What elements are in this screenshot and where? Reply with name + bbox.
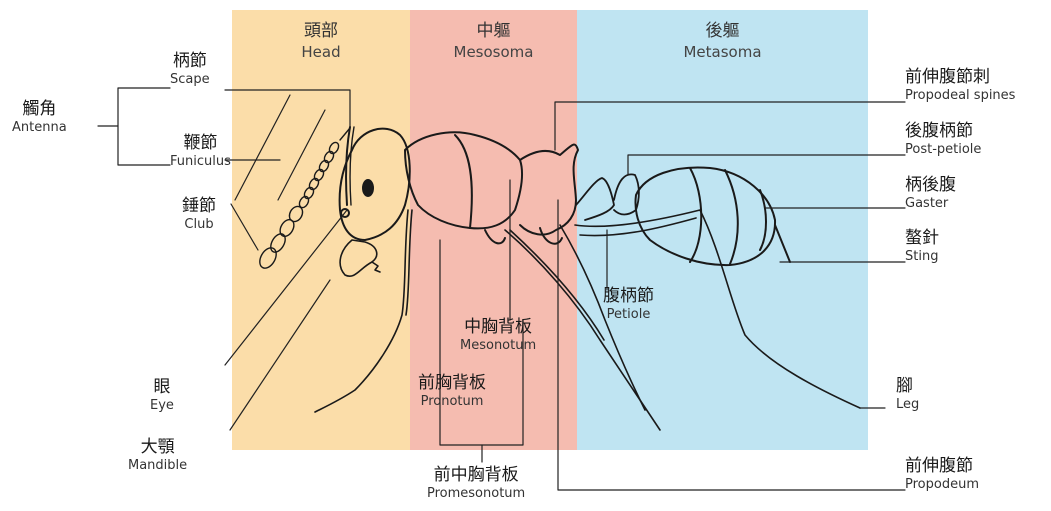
label-post-petiole-en: Post-petiole (905, 143, 981, 157)
label-promesonotum-en: Promesonotum (427, 487, 525, 501)
label-mandible-en: Mandible (128, 459, 187, 473)
label-petiole-zh: 腹柄節 (603, 287, 654, 306)
label-funiculus-en: Funiculus (170, 155, 231, 169)
label-propodeal-spines: 前伸腹節刺 Propodeal spines (905, 68, 1015, 103)
label-propodeum: 前伸腹節 Propodeum (905, 457, 979, 492)
label-pronotum-zh: 前胸背板 (418, 374, 486, 393)
label-sting-en: Sting (905, 250, 939, 264)
label-mesonotum: 中胸背板 Mesonotum (460, 318, 536, 353)
label-propodeum-zh: 前伸腹節 (905, 457, 979, 476)
label-gaster-zh: 柄後腹 (905, 176, 956, 195)
label-leg-zh: 腳 (896, 377, 919, 396)
gaster-shape (636, 167, 790, 265)
label-petiole-en: Petiole (603, 308, 654, 322)
label-propodeal-spines-zh: 前伸腹節刺 (905, 68, 1015, 87)
label-post-petiole-zh: 後腹柄節 (905, 122, 981, 141)
label-sting: 螯針 Sting (905, 229, 939, 264)
label-promesonotum: 前中胸背板 Promesonotum (427, 466, 525, 501)
label-antenna-en: Antenna (12, 121, 67, 135)
label-club-zh: 錘節 (182, 197, 216, 216)
label-scape-en: Scape (170, 73, 210, 87)
label-sting-zh: 螯針 (905, 229, 939, 248)
mesosoma-shape (405, 132, 578, 243)
label-pronotum: 前胸背板 Pronotum (418, 374, 486, 409)
label-scape: 柄節 Scape (170, 52, 210, 87)
label-eye: 眼 Eye (150, 378, 174, 413)
label-leg-en: Leg (896, 398, 919, 412)
label-mesonotum-en: Mesonotum (460, 339, 536, 353)
label-mandible: 大顎 Mandible (128, 438, 187, 473)
label-leg: 腳 Leg (896, 377, 919, 412)
label-mesonotum-zh: 中胸背板 (460, 318, 536, 337)
label-pronotum-en: Pronotum (418, 395, 486, 409)
label-funiculus-zh: 鞭節 (170, 134, 231, 153)
label-scape-zh: 柄節 (170, 52, 210, 71)
label-propodeal-spines-en: Propodeal spines (905, 89, 1015, 103)
label-mandible-zh: 大顎 (128, 438, 187, 457)
label-gaster: 柄後腹 Gaster (905, 176, 956, 211)
label-petiole: 腹柄節 Petiole (603, 287, 654, 322)
label-antenna-zh: 觸角 (12, 100, 67, 119)
label-propodeum-en: Propodeum (905, 478, 979, 492)
petiole-shape (576, 174, 639, 220)
label-post-petiole: 後腹柄節 Post-petiole (905, 122, 981, 157)
label-gaster-en: Gaster (905, 197, 956, 211)
label-eye-zh: 眼 (150, 378, 174, 397)
label-antenna: 觸角 Antenna (12, 100, 67, 135)
label-club-en: Club (182, 218, 216, 232)
label-funiculus: 鞭節 Funiculus (170, 134, 231, 169)
legs-shape (315, 210, 860, 430)
label-promesonotum-zh: 前中胸背板 (427, 466, 525, 485)
label-club: 錘節 Club (182, 197, 216, 232)
eye-shape (363, 180, 373, 196)
label-eye-en: Eye (150, 399, 174, 413)
mandible-shape (340, 240, 380, 276)
club-segments (256, 204, 305, 271)
